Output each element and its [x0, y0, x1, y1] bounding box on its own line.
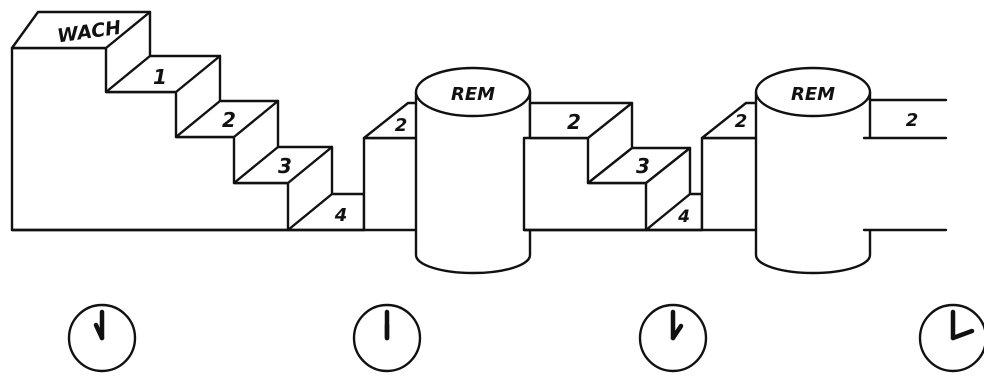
- label-stage-2: 2: [222, 108, 236, 132]
- label-rem-2: REM: [791, 84, 835, 105]
- clock-icon: [920, 305, 984, 371]
- label-stage-2-before-rem-2: 2: [735, 111, 748, 132]
- step-top-4-b: [646, 194, 702, 230]
- label-stage-3-second: 3: [636, 154, 650, 178]
- block-stage-2-b: [702, 103, 762, 230]
- clock-icon: [640, 305, 706, 371]
- step-top-2-b: [530, 103, 632, 138]
- step-top-4: [288, 194, 364, 230]
- clock-icon: [354, 305, 420, 371]
- label-stage-3: 3: [278, 154, 292, 178]
- label-stage-1: 1: [153, 65, 167, 89]
- descent-staircase-2: [524, 103, 702, 230]
- label-stage-4-second: 4: [677, 207, 690, 227]
- block-stage-2-a: [364, 103, 422, 230]
- label-rem-1: REM: [451, 84, 495, 105]
- clock-icon: [69, 305, 135, 371]
- label-stage-4: 4: [334, 205, 348, 226]
- label-stage-2-after-rem-2: 2: [906, 110, 919, 131]
- label-stage-2-before-rem-1: 2: [395, 115, 408, 136]
- label-stage-2-after-rem-1: 2: [567, 110, 581, 134]
